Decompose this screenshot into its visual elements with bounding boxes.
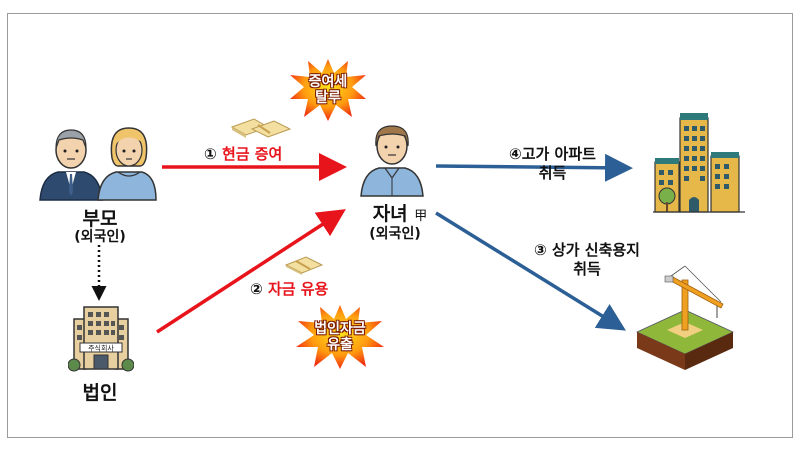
- burst-line1: 증여세: [308, 74, 348, 90]
- edge-text: 고가 아파트: [521, 145, 596, 163]
- edge-text: 자금 유용: [267, 280, 329, 298]
- child-sublabel: (외국인): [369, 226, 421, 242]
- parents-icon: [39, 127, 157, 201]
- edge-text: 현금 증여: [221, 145, 283, 163]
- burst-line2: 탈루: [315, 90, 341, 106]
- tax-evasion-burst: 증여세 탈루: [288, 57, 368, 123]
- corporation-label: 법인: [82, 382, 118, 404]
- edge-text: 상가 신축용지: [551, 241, 640, 259]
- child-label: 자녀 甲: [360, 199, 440, 226]
- edge-text-line2: 취득: [538, 164, 567, 182]
- step-number: ②: [250, 280, 263, 298]
- edge-label-land: ③ 상가 신축용지 취득: [522, 241, 652, 279]
- edge-label-apartment: ④고가 아파트 취득: [490, 145, 615, 183]
- step-number: ①: [204, 145, 217, 163]
- parents-sublabel: (외국인): [74, 229, 126, 245]
- edge-label-fund-misuse: ② 자금 유용: [250, 278, 328, 299]
- arrow-land: [435, 211, 626, 331]
- apartment-buildings-icon: [653, 113, 745, 213]
- cash-bundle-icon: [230, 118, 292, 138]
- construction-site-icon: [636, 265, 734, 370]
- step-number: ④: [509, 145, 522, 163]
- arrow-apartment: [435, 153, 633, 182]
- burst-shape-icon: [296, 305, 384, 369]
- child-name: 자녀: [372, 203, 408, 225]
- child-mark: 甲: [414, 209, 428, 224]
- arrow-fund-misuse: [156, 209, 346, 334]
- edge-text-line2: 취득: [573, 260, 601, 278]
- step-number: ③: [534, 241, 547, 259]
- corporation-building-icon: 주식회사: [68, 306, 134, 372]
- corporation-sign: 주식회사: [88, 344, 114, 353]
- burst-line2: 유출: [327, 337, 353, 353]
- burst-shape-icon: [290, 59, 366, 121]
- child-person-icon: [360, 125, 424, 197]
- corporate-fund-leak-burst: 법인자금 유출: [294, 303, 386, 371]
- parents-label: 부모: [82, 208, 118, 230]
- burst-line1: 법인자금: [314, 321, 366, 337]
- edge-label-cash-gift: ① 현금 증여: [204, 143, 282, 164]
- diagram-frame: [7, 13, 793, 438]
- cash-bundle-icon: [284, 256, 324, 275]
